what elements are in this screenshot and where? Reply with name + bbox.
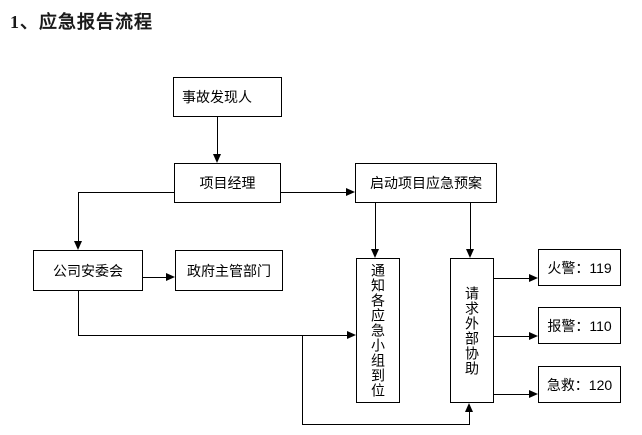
edge-request-to-fire-line — [494, 278, 530, 279]
node-label: 政府主管部门 — [187, 262, 271, 279]
edge-branch-to-request-upline — [469, 411, 470, 425]
node-police-alarm: 报警：110 — [538, 307, 621, 344]
node-label: 项目经理 — [199, 175, 256, 191]
node-notify-emergency-teams: 通知各应急小组到位 — [356, 258, 400, 403]
edge-committee-to-notify-vline — [78, 291, 79, 336]
node-company-safety-committee: 公司安委会 — [33, 250, 143, 291]
node-label: 事故发现人 — [182, 89, 252, 105]
edge-pm-to-committee-vline — [78, 192, 79, 242]
node-activate-emergency-plan: 启动项目应急预案 — [355, 163, 497, 203]
arrowhead-right-icon — [347, 331, 356, 339]
node-project-manager: 项目经理 — [174, 163, 281, 203]
node-fire-alarm: 火警：119 — [538, 249, 621, 286]
edge-branch-to-request-hline — [302, 424, 470, 425]
arrowhead-right-icon — [346, 188, 355, 196]
node-label: 请求外部协助 — [464, 285, 480, 376]
edge-committee-to-gov-line — [143, 277, 168, 278]
edge-request-to-firstaid-line — [494, 394, 530, 395]
node-label: 火警：119 — [547, 259, 612, 276]
page-title: 1、应急报告流程 — [10, 12, 153, 32]
node-label: 通知各应急小组到位 — [370, 263, 386, 398]
arrowhead-down-icon — [213, 154, 221, 163]
edge-request-to-police-line — [494, 336, 530, 337]
arrowhead-down-icon — [371, 249, 379, 258]
node-label: 公司安委会 — [53, 262, 123, 279]
edge-pm-to-plan-line — [281, 192, 347, 193]
node-request-external-help: 请求外部协助 — [450, 258, 494, 403]
edge-discoverer-to-pm-line — [217, 117, 218, 155]
edge-plan-to-request-line — [470, 203, 471, 250]
node-label: 启动项目应急预案 — [370, 175, 482, 191]
arrowhead-right-icon — [529, 332, 538, 340]
arrowhead-right-icon — [529, 390, 538, 398]
arrowhead-right-icon — [529, 274, 538, 282]
node-first-aid: 急救：120 — [538, 366, 621, 403]
arrowhead-down-icon — [74, 241, 82, 250]
edge-committee-to-notify-hline — [78, 335, 348, 336]
edge-branch-to-request-vline — [302, 335, 303, 425]
arrowhead-right-icon — [166, 273, 175, 281]
arrowhead-up-icon — [465, 403, 473, 412]
node-government-department: 政府主管部门 — [175, 250, 283, 291]
arrowhead-down-icon — [466, 249, 474, 258]
node-accident-discoverer: 事故发现人 — [173, 77, 282, 117]
node-label: 报警：110 — [547, 317, 612, 334]
node-label: 急救：120 — [546, 376, 613, 393]
edge-plan-to-notify-line — [375, 203, 376, 250]
edge-pm-to-committee-hline — [78, 192, 174, 193]
